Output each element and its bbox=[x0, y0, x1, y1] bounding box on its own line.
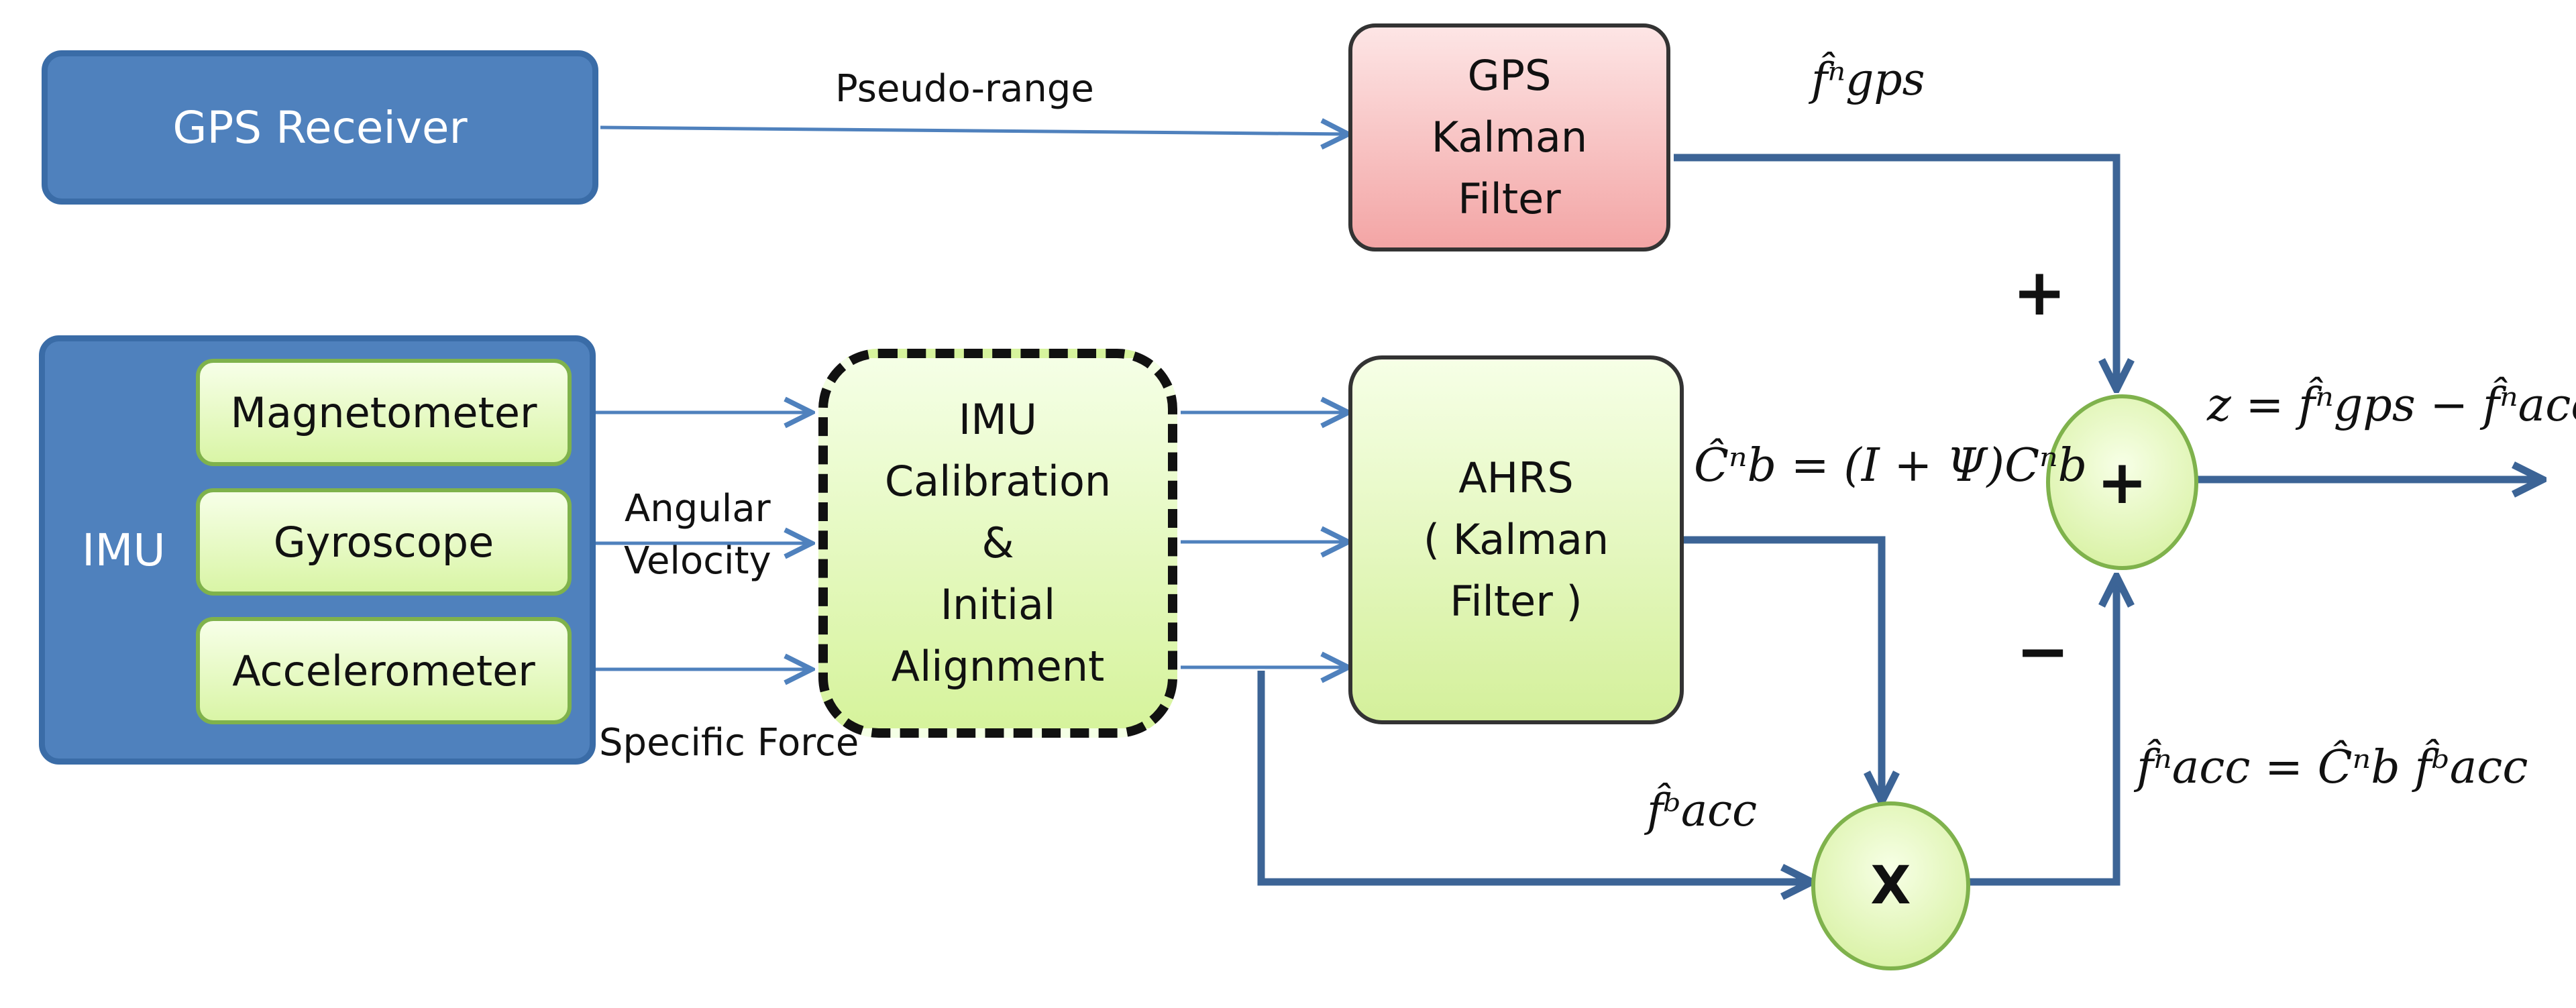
imu-calibration-block: IMU Calibration & Initial Alignment bbox=[818, 349, 1177, 738]
sum-junction: + bbox=[2046, 394, 2198, 570]
multiply-junction: X bbox=[1811, 801, 1970, 970]
sum-symbol: + bbox=[2096, 447, 2148, 518]
z-equation: z = f̂ⁿgps − f̂ⁿacc bbox=[2207, 379, 2576, 432]
specific-force-label: Specific Force bbox=[599, 721, 859, 765]
multiply-symbol: X bbox=[1870, 856, 1911, 916]
arrow-mult-to-sum bbox=[1969, 580, 2116, 886]
imu-calibration-label: IMU Calibration & Initial Alignment bbox=[884, 395, 1112, 691]
gps-kalman-filter-label: GPS Kalman Filter bbox=[1431, 51, 1588, 223]
ahrs-label: AHRS ( Kalman Filter ) bbox=[1423, 453, 1609, 626]
angular-velocity-label: Angular Velocity bbox=[624, 487, 771, 583]
gyroscope-block: Gyroscope bbox=[196, 488, 572, 596]
f-acc-n-equation: f̂ⁿacc = Ĉⁿb f̂ᵇacc bbox=[2137, 741, 2528, 794]
imu-label: IMU bbox=[82, 524, 166, 576]
magnetometer-label: Magnetometer bbox=[230, 388, 537, 437]
gps-receiver-label: GPS Receiver bbox=[172, 101, 468, 154]
arrow-gps-to-sum bbox=[1674, 154, 2116, 386]
f-acc-b-equation: f̂ᵇacc bbox=[1647, 785, 1758, 836]
accelerometer-block: Accelerometer bbox=[196, 617, 572, 724]
ahrs-block: AHRS ( Kalman Filter ) bbox=[1348, 355, 1684, 724]
arrow-cal-to-mult bbox=[1257, 671, 1808, 882]
minus-sign-label: − bbox=[2016, 614, 2070, 689]
arrow-pseudo-range bbox=[600, 127, 1348, 134]
gps-receiver-block: GPS Receiver bbox=[42, 50, 598, 205]
f-gps-equation: f̂ⁿgps bbox=[1811, 54, 1925, 105]
magnetometer-block: Magnetometer bbox=[196, 359, 572, 466]
gyroscope-label: Gyroscope bbox=[273, 517, 494, 567]
arrow-ahrs-to-mult bbox=[1680, 536, 1882, 798]
c-bn-equation: Ĉⁿb = (I + Ψ)Cⁿb bbox=[1694, 439, 2088, 492]
accelerometer-label: Accelerometer bbox=[232, 646, 535, 695]
plus-sign-label: + bbox=[2012, 255, 2067, 330]
gps-kalman-filter-block: GPS Kalman Filter bbox=[1348, 23, 1670, 251]
pseudo-range-label: Pseudo-range bbox=[835, 67, 1094, 111]
